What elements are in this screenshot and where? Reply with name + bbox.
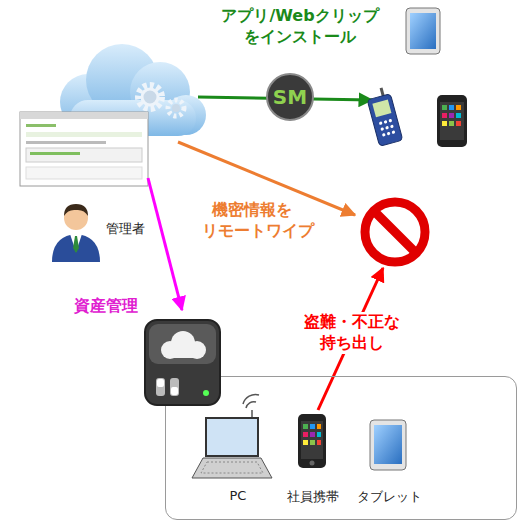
arrow-label: アプリ/Webクリップ をインストール [214, 6, 386, 48]
sm-circle: SM [266, 73, 314, 121]
node-label: SM [273, 85, 307, 109]
arrow-label: 機密情報を リモートワイプ [200, 200, 305, 242]
phone-icon [298, 414, 326, 468]
device-label: PC [230, 488, 247, 503]
arrow-label: 資産管理 [72, 296, 140, 317]
browser-window [20, 112, 148, 186]
administrator-icon [52, 204, 100, 262]
cloud-appliance-icon [145, 320, 220, 405]
device-label: タブレット [357, 488, 422, 506]
prohibition-sign [365, 202, 425, 262]
laptop-icon [192, 395, 272, 478]
role-label: 管理者 [104, 221, 147, 238]
arrow-label: 盗難・不正な 持ち出し [298, 312, 406, 354]
device-group-box: PC 社員携帯タブレット [165, 376, 517, 520]
handheld-icon [365, 86, 403, 146]
device-label: 社員携帯 [287, 488, 339, 506]
asset-arrow [148, 178, 182, 310]
phone-icon [437, 95, 467, 147]
tablet-icon [370, 420, 406, 470]
tablet-icon [406, 8, 440, 54]
